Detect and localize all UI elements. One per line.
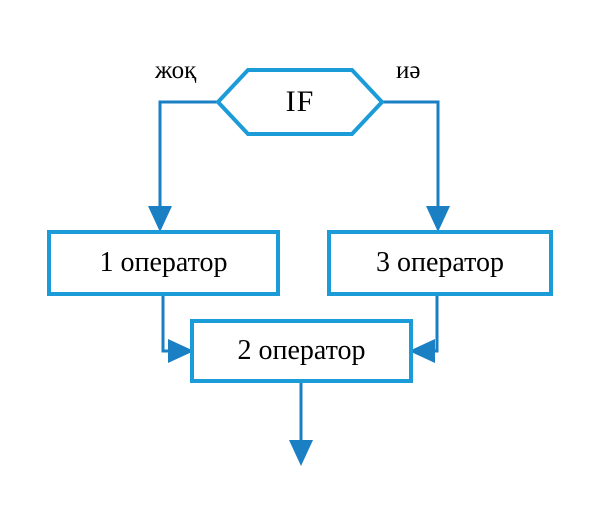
process-label-op1: 1 оператор — [99, 247, 228, 278]
process-label-op2: 2 оператор — [237, 335, 366, 366]
process-box-op1[interactable] — [47, 230, 280, 296]
process-box-op3[interactable] — [327, 230, 553, 296]
connector-lines — [158, 100, 440, 452]
arrowheads — [148, 206, 450, 466]
branch-label-no: жоқ — [155, 57, 197, 84]
process-label-op3: 3 оператор — [376, 247, 504, 278]
branch-label-yes: иә — [396, 57, 421, 84]
decision-hexagon[interactable] — [215, 68, 385, 136]
arrowhead-into-op3 — [426, 206, 450, 232]
arrowhead-exit — [289, 440, 313, 466]
arrowhead-into-op2-left — [168, 339, 194, 363]
arrowhead-into-op2-right — [409, 339, 435, 363]
connector-decision-to-op1 — [158, 100, 218, 218]
connector-decision-to-op3 — [382, 100, 440, 218]
decision-label: IF — [285, 85, 315, 118]
arrowhead-into-op1 — [148, 206, 172, 232]
process-box-op2[interactable] — [190, 319, 413, 383]
